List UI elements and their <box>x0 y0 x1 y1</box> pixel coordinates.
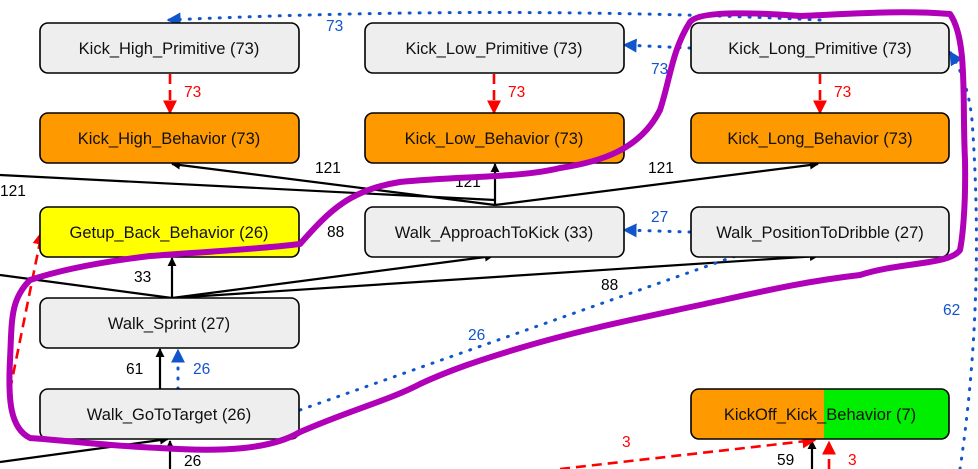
edge-label: 3 <box>622 434 631 451</box>
node-kick-low-primitive[interactable]: Kick_Low_Primitive (73) <box>364 22 625 74</box>
edge-label: 26 <box>193 361 210 378</box>
edge-label: 3 <box>848 452 857 469</box>
edge-approach-to-kick-long <box>494 160 819 207</box>
edge-sprint-to-approach <box>171 252 494 300</box>
edge-label: 61 <box>126 361 143 378</box>
edge-label: 26 <box>184 453 201 469</box>
node-label: Kick_Long_Primitive (73) <box>728 40 911 58</box>
black-edges <box>0 160 819 469</box>
edge-label: 27 <box>651 209 668 226</box>
edge-offscreen-to-goto <box>0 435 169 464</box>
node-label: Kick_High_Behavior (73) <box>78 130 261 148</box>
kickoff-left-fill <box>691 389 824 439</box>
node-label: Walk_Sprint (27) <box>108 315 230 333</box>
edge-label: 73 <box>651 61 668 78</box>
edge-label: 73 <box>326 18 343 35</box>
node-getup-back-behavior[interactable]: Getup_Back_Behavior (26) <box>39 206 300 258</box>
edge-label: 73 <box>834 84 851 101</box>
node-label: KickOff_Kick_Behavior (7) <box>724 406 916 424</box>
node-label: Walk_ApproachToKick (33) <box>395 224 593 242</box>
edge-approach-to-kick-high <box>171 160 496 207</box>
node-label: Kick_High_Primitive (73) <box>79 40 260 58</box>
node-kick-long-primitive[interactable]: Kick_Long_Primitive (73) <box>690 22 950 74</box>
edge-label: 33 <box>134 269 151 286</box>
node-kick-low-behavior[interactable]: Kick_Low_Behavior (73) <box>364 112 625 164</box>
edge-to-getup <box>8 230 47 391</box>
edge-label: 121 <box>0 183 26 200</box>
edge-label: 121 <box>648 160 674 177</box>
node-label: Getup_Back_Behavior (26) <box>69 224 268 242</box>
edge-sprint-to-dribble <box>171 252 819 300</box>
node-kick-long-behavior[interactable]: Kick_Long_Behavior (73) <box>690 112 950 164</box>
edge-to-kickoff-dashed <box>559 434 817 469</box>
node-label: Walk_GoToTarget (26) <box>87 406 251 424</box>
edge-label: 62 <box>943 302 960 319</box>
edge-label: 73 <box>184 84 201 101</box>
node-walk-approachtokick[interactable]: Walk_ApproachToKick (33) <box>364 206 625 258</box>
edge-label: 59 <box>777 452 794 469</box>
node-walk-gototarget[interactable]: Walk_GoToTarget (26) <box>39 388 300 440</box>
node-kickoff-kick-behavior[interactable]: KickOff_Kick_Behavior (7) <box>690 388 950 440</box>
node-label: Kick_Long_Behavior (73) <box>727 130 912 148</box>
edge-offscreen-to-approach <box>0 173 496 202</box>
node-walk-positiontodribble[interactable]: Walk_PositionToDribble (27) <box>690 206 950 258</box>
edge-label: 73 <box>508 84 525 101</box>
node-kick-high-behavior[interactable]: Kick_High_Behavior (73) <box>39 112 300 164</box>
edge-label: 26 <box>468 327 485 344</box>
node-label: Kick_Low_Primitive (73) <box>406 40 583 58</box>
kickoff-right-fill <box>824 389 949 439</box>
edge-label: 88 <box>601 277 618 294</box>
edge-label: 88 <box>327 224 344 241</box>
edge-label: 121 <box>315 160 341 177</box>
node-label: Kick_Low_Behavior (73) <box>405 130 584 148</box>
edge-dribble-to-approach <box>622 223 692 238</box>
node-walk-sprint[interactable]: Walk_Sprint (27) <box>39 297 300 349</box>
node-kick-high-primitive[interactable]: Kick_High_Primitive (73) <box>39 22 300 74</box>
edge-goto-to-dribble-dotted <box>298 225 817 412</box>
red-edges <box>8 74 836 469</box>
node-label: Walk_PositionToDribble (27) <box>716 224 924 242</box>
highlight-outline <box>6 9 969 453</box>
